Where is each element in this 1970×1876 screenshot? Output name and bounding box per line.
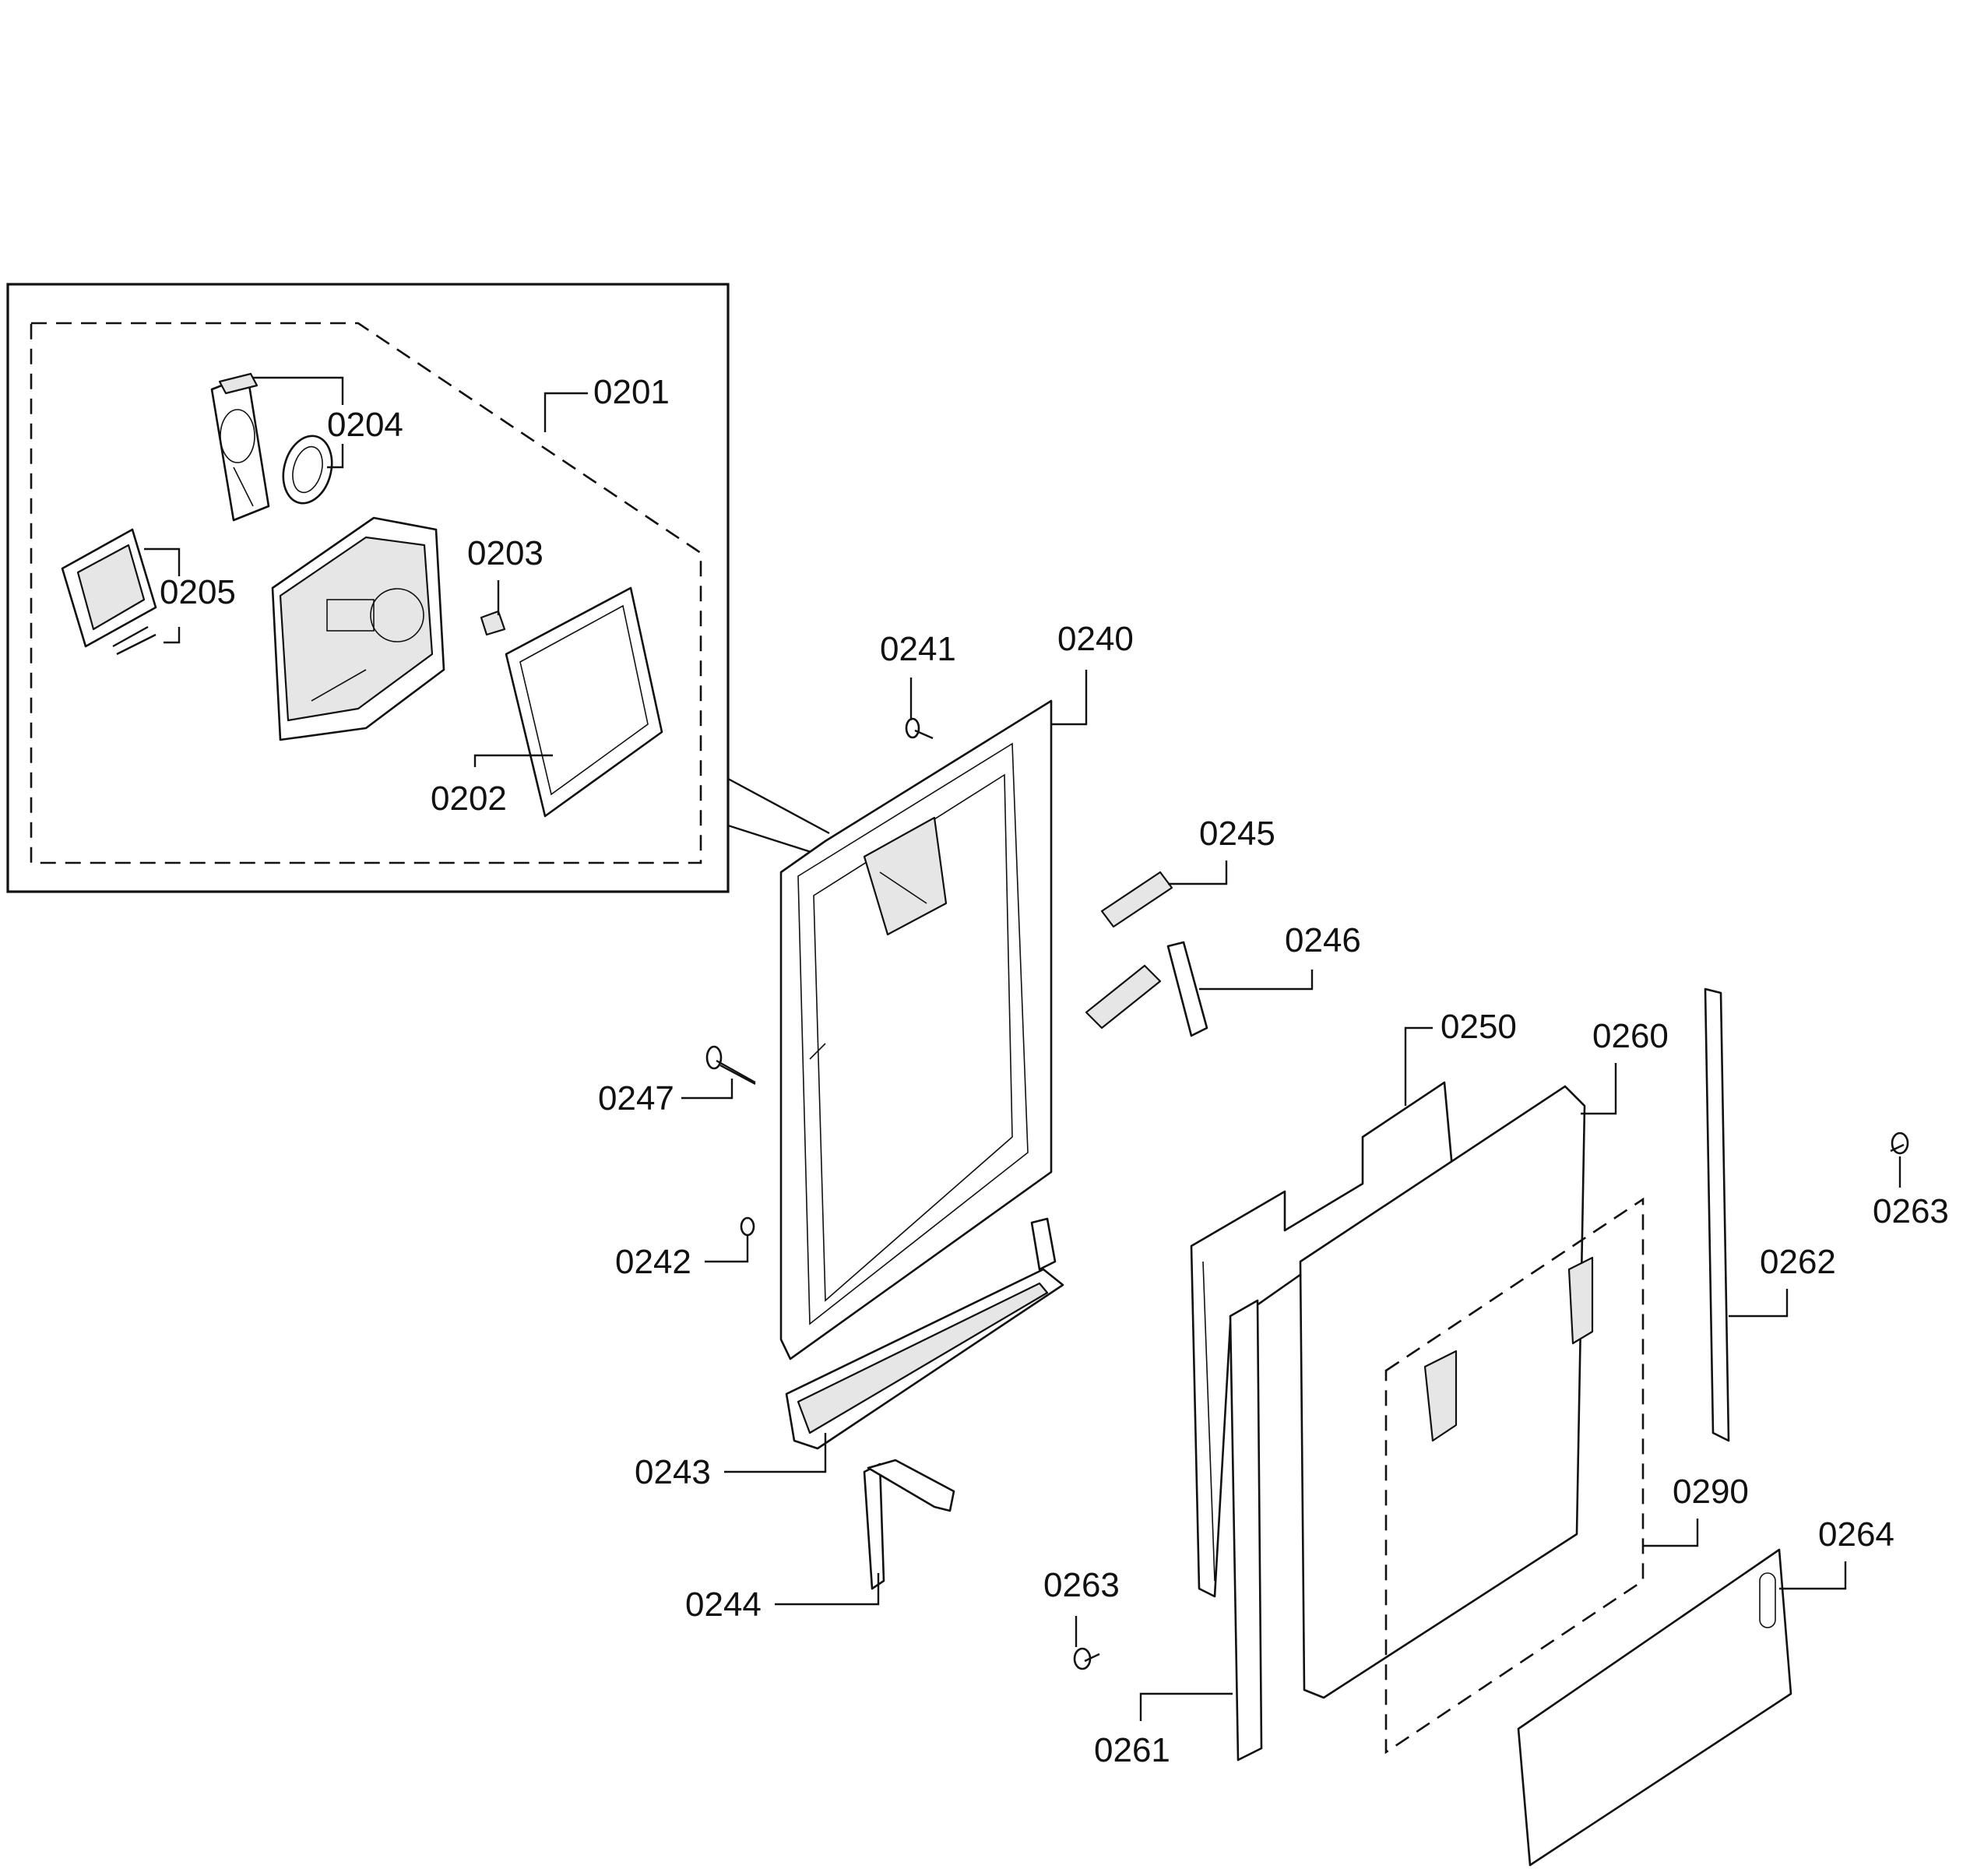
callout-0203: 0203	[467, 534, 544, 572]
callout-0204: 0204	[327, 406, 403, 444]
part-0260-panel	[1299, 1085, 1594, 1699]
callout-0246: 0246	[1285, 921, 1361, 959]
detail-inset	[6, 283, 830, 893]
part-0261-strip	[1229, 1299, 1263, 1762]
part-0244-bracket	[863, 1459, 955, 1590]
callout-0261: 0261	[1094, 1731, 1170, 1769]
inset-leader-top	[727, 777, 830, 835]
callout-0263-left: 0263	[1043, 1566, 1120, 1604]
part-0240-door-frame	[779, 699, 1053, 1360]
part-0246-latch-arm	[1085, 941, 1208, 1037]
callout-0201: 0201	[593, 373, 670, 411]
part-0264-kick-panel	[1517, 1548, 1792, 1867]
part-0241-screw	[905, 717, 934, 740]
part-0263-screw-left	[1073, 1647, 1100, 1670]
part-dispenser-body	[271, 516, 445, 741]
callout-0243: 0243	[635, 1453, 711, 1491]
callout-0260: 0260	[1592, 1017, 1669, 1055]
callout-0263-right: 0263	[1873, 1192, 1949, 1230]
callout-0290: 0290	[1673, 1473, 1749, 1511]
callout-0205: 0205	[160, 573, 236, 611]
callout-0241: 0241	[880, 630, 956, 668]
inset-frame	[6, 283, 730, 893]
callout-0264: 0264	[1818, 1515, 1894, 1554]
callout-labels: 0201 0202 0203 0204 0205 0240 0241 0242 …	[160, 373, 1949, 1769]
part-0205-plate	[61, 528, 157, 656]
callout-0262: 0262	[1760, 1243, 1836, 1281]
part-0245-latch	[1100, 871, 1173, 928]
part-0242-screw	[740, 1216, 755, 1237]
part-0204-cover	[210, 372, 270, 522]
part-0263-screw-right	[1890, 1132, 1909, 1155]
part-0243-hinge-bar	[785, 1217, 1064, 1450]
callout-0242: 0242	[615, 1243, 691, 1281]
part-0262-strip	[1704, 987, 1730, 1442]
callout-0240: 0240	[1057, 620, 1134, 658]
part-0203-clip	[480, 610, 506, 636]
callout-leaders	[144, 376, 1901, 1721]
part-0204-gasket	[282, 435, 333, 505]
assembly-boundary-dashed	[30, 322, 702, 864]
part-0247-screw	[705, 1045, 756, 1086]
callout-0250: 0250	[1441, 1008, 1517, 1046]
callout-0247: 0247	[598, 1079, 674, 1118]
callout-0244: 0244	[685, 1586, 762, 1624]
part-0290-insulation-dashed	[1384, 1197, 1645, 1755]
part-0202-seal	[505, 586, 663, 818]
callout-0202: 0202	[431, 780, 507, 818]
callout-0245: 0245	[1199, 815, 1275, 853]
